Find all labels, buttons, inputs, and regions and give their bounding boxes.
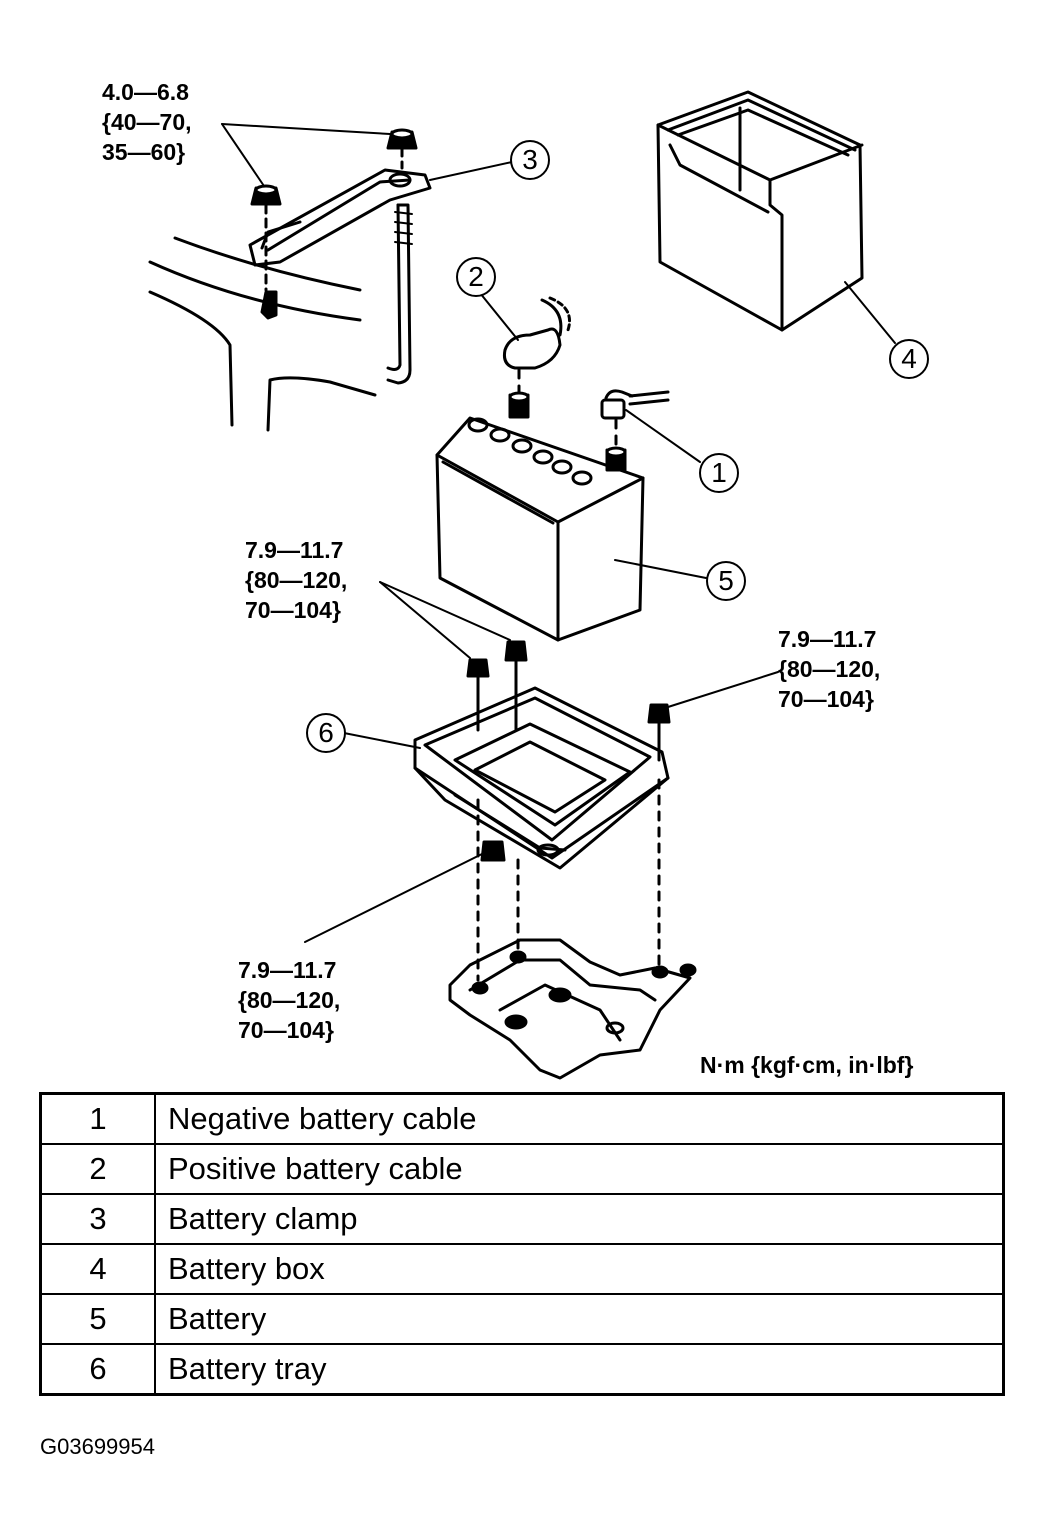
figure-id: G03699954 — [40, 1434, 155, 1459]
parts-legend-table: 1 Negative battery cable 2 Positive batt… — [39, 1092, 1005, 1396]
battery-tray — [413, 686, 670, 870]
battery-clamp — [248, 168, 432, 267]
torque-value: {80—120, — [245, 567, 348, 593]
legend-label: Battery clamp — [154, 1193, 1005, 1245]
torque-spec-tray-lower: 7.9—11.7 {80—120, 70—104} — [238, 955, 340, 1045]
legend-label: Battery tray — [154, 1343, 1005, 1396]
clamp-nut-icon — [250, 128, 418, 206]
negative-cable — [600, 389, 670, 420]
legend-number: 4 — [39, 1243, 156, 1295]
torque-value: 4.0—6.8 — [102, 79, 189, 105]
tray-nut-icon — [480, 840, 506, 862]
battery — [435, 391, 645, 642]
torque-value: {80—120, — [778, 656, 881, 682]
assembly-lines — [476, 368, 661, 982]
battery-box — [656, 90, 864, 332]
torque-spec-clamp: 4.0—6.8 {40—70, 35—60} — [102, 77, 192, 167]
legend-number: 5 — [39, 1293, 156, 1345]
hold-down-rod — [386, 203, 413, 385]
tray-bracket — [448, 938, 697, 1080]
table-row: 3 Battery clamp — [39, 1193, 1005, 1245]
callout-5: 5 — [706, 561, 746, 601]
legend-number: 6 — [39, 1343, 156, 1396]
torque-value: 7.9—11.7 — [245, 537, 344, 563]
legend-number: 2 — [39, 1143, 156, 1195]
callout-2: 2 — [456, 257, 496, 297]
torque-value: 70—104} — [778, 686, 874, 712]
torque-spec-tray-upper: 7.9—11.7 {80—120, 70—104} — [245, 535, 347, 625]
leader-lines — [221, 123, 896, 943]
legend-number: 3 — [39, 1193, 156, 1245]
table-row: 4 Battery box — [39, 1243, 1005, 1295]
legend-label: Negative battery cable — [154, 1092, 1005, 1145]
legend-label: Battery — [154, 1293, 1005, 1345]
body-panel-outline — [148, 236, 377, 432]
torque-value: {80—120, — [238, 987, 341, 1013]
body-screw-icon — [260, 290, 278, 320]
callout-1: 1 — [699, 453, 739, 493]
torque-spec-tray-right: 7.9—11.7 {80—120, 70—104} — [778, 624, 880, 714]
legend-label: Positive battery cable — [154, 1143, 1005, 1195]
torque-value: 35—60} — [102, 139, 186, 165]
torque-value: 70—104} — [238, 1017, 334, 1043]
legend-number: 1 — [39, 1092, 156, 1145]
table-row: 6 Battery tray — [39, 1343, 1005, 1396]
torque-value: 7.9—11.7 — [778, 626, 877, 652]
callout-3: 3 — [510, 140, 550, 180]
torque-value: 7.9—11.7 — [238, 957, 337, 983]
battery-exploded-diagram — [148, 90, 896, 1080]
torque-value: 70—104} — [245, 597, 341, 623]
table-row: 5 Battery — [39, 1293, 1005, 1345]
callout-4: 4 — [889, 339, 929, 379]
table-row: 1 Negative battery cable — [39, 1092, 1005, 1145]
positive-cable — [503, 296, 571, 370]
torque-value: {40—70, — [102, 109, 192, 135]
table-row: 2 Positive battery cable — [39, 1143, 1005, 1195]
torque-units: N·m {kgf·cm, in·lbf} — [700, 1052, 914, 1078]
callout-6: 6 — [306, 713, 346, 753]
legend-label: Battery box — [154, 1243, 1005, 1295]
